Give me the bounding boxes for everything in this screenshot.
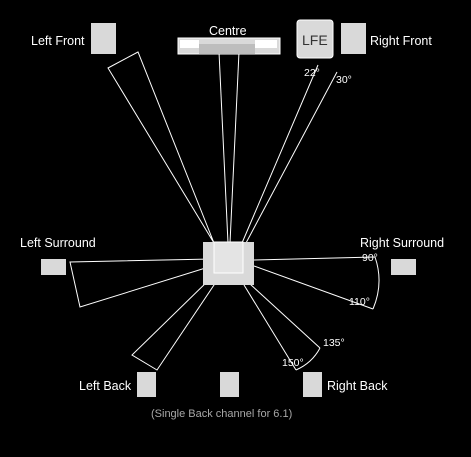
left-front-wedge <box>107 51 215 244</box>
back-centre-speaker <box>220 372 239 397</box>
left-front-speaker <box>91 23 116 54</box>
angle-22-label: 22° <box>304 67 320 79</box>
right-surround-label: Right Surround <box>360 236 445 250</box>
left-surround-label: Left Surround <box>20 236 96 250</box>
right-back-label: Right Back <box>327 379 388 393</box>
angle-135-label: 135° <box>323 337 345 349</box>
right-back-arc <box>295 347 321 371</box>
left-front-label: Left Front <box>31 34 85 48</box>
right-surround-90-line <box>253 256 376 261</box>
listener-position <box>203 241 254 285</box>
left-back-label: Left Back <box>79 379 132 393</box>
angle-150-label: 150° <box>282 357 304 369</box>
right-front-speaker <box>341 23 366 54</box>
single-back-note: (Single Back channel for 6.1) <box>151 408 293 420</box>
right-front-22-line <box>241 64 319 244</box>
left-back-wedge <box>131 276 215 371</box>
angle-90-label: 90° <box>362 252 378 264</box>
centre-speaker <box>177 37 281 55</box>
angle-30-label: 30° <box>336 74 352 86</box>
centre-line-right <box>229 51 240 244</box>
right-surround-110-line <box>253 265 374 310</box>
right-back-135-line <box>249 283 321 349</box>
angle-110-label: 110° <box>349 296 370 308</box>
right-front-30-line <box>245 71 338 244</box>
right-surround-speaker <box>391 259 416 275</box>
lfe-label: LFE <box>302 32 328 48</box>
right-front-label: Right Front <box>370 34 432 48</box>
lfe-speaker <box>296 19 334 59</box>
centre-line-left <box>218 51 229 244</box>
left-surround-wedge <box>69 258 213 308</box>
right-back-150-line <box>243 284 297 371</box>
right-back-speaker <box>303 372 322 397</box>
left-back-speaker <box>137 372 156 397</box>
centre-label: Centre <box>209 24 247 38</box>
left-surround-speaker <box>41 259 66 275</box>
right-surround-arc <box>372 256 380 310</box>
